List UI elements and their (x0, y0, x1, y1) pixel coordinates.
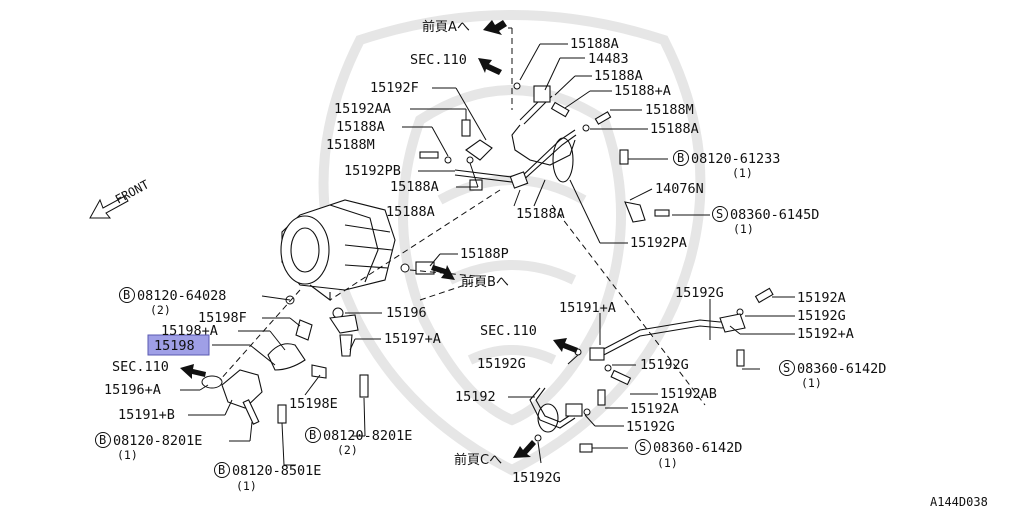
svg-text:B: B (99, 433, 106, 447)
svg-text:08120-64028: 08120-64028 (137, 288, 226, 304)
label-15197plusa[interactable]: 15197+A (384, 331, 441, 347)
ref-sec110-mid[interactable]: SEC.110 (480, 323, 537, 339)
label-15188a-center[interactable]: 15188A (386, 204, 435, 220)
label-15198e[interactable]: 15198E (289, 396, 338, 412)
label-15188p[interactable]: 15188P (460, 246, 509, 262)
label-15192g-bottom[interactable]: 15192G (626, 419, 675, 435)
direction-arrows (180, 20, 578, 458)
svg-text:S: S (639, 440, 646, 454)
fastener-s08360-6145d[interactable]: S 08360-6145D (1) (712, 206, 820, 237)
fastener-s08360-6142d-right[interactable]: S 08360-6142D (1) (779, 360, 887, 391)
label-15198plusa[interactable]: 15198+A (161, 323, 218, 339)
label-15188a-left[interactable]: 15188A (336, 119, 385, 135)
svg-text:(1): (1) (732, 166, 753, 180)
label-15192ab[interactable]: 15192AB (660, 386, 717, 402)
svg-text:08120-8201E: 08120-8201E (113, 433, 202, 449)
svg-text:(1): (1) (801, 376, 822, 390)
arrow-sec-mid (553, 338, 578, 353)
label-15192g-right[interactable]: 15192G (797, 308, 846, 324)
svg-text:08360-6142D: 08360-6142D (797, 361, 886, 377)
arrow-sec-top (478, 58, 502, 75)
label-15192a-bottom[interactable]: 15192A (630, 401, 679, 417)
phantom-lines (219, 27, 706, 406)
ref-prev-page-a[interactable]: 前頁Aへ (422, 19, 470, 35)
section-references: 前頁Aへ SEC.110 前頁Bへ SEC.110 SEC.110 前頁Cへ (112, 19, 537, 468)
diagram-code: A144D038 (930, 495, 988, 509)
label-15191plusb[interactable]: 15191+B (118, 407, 175, 423)
svg-text:(1): (1) (657, 456, 678, 470)
fastener-b08120-8201e-left[interactable]: B 08120-8201E (1) (95, 432, 203, 463)
svg-text:08120-8201E: 08120-8201E (323, 428, 412, 444)
label-15188m-left[interactable]: 15188M (326, 137, 375, 153)
svg-text:B: B (677, 151, 684, 165)
label-15188a-top[interactable]: 15188A (570, 36, 619, 52)
svg-text:B: B (309, 428, 316, 442)
label-15188a-mid[interactable]: 15188A (390, 179, 439, 195)
label-15188m-right[interactable]: 15188M (645, 102, 694, 118)
arrow-sec-left (180, 364, 206, 379)
fastener-b08120-64028[interactable]: B 08120-64028 (2) (119, 287, 227, 318)
arrow-prev-c (513, 440, 536, 458)
label-15188a-right[interactable]: 15188A (650, 121, 699, 137)
label-15198[interactable]: 15198 (154, 338, 195, 354)
arrow-prev-b (431, 265, 455, 280)
front-indicator: FRONT (89, 177, 151, 219)
leader-lines (180, 43, 795, 466)
label-15192g-lowest[interactable]: 15192G (512, 470, 561, 486)
fastener-labels: B 08120-61233 (1) S 08360-6145D (1) B 08… (95, 150, 887, 494)
svg-text:(1): (1) (733, 222, 754, 236)
label-15192g-top[interactable]: 15192G (675, 285, 724, 301)
svg-text:S: S (783, 361, 790, 375)
ref-prev-page-c[interactable]: 前頁Cへ (454, 452, 502, 468)
label-14076n[interactable]: 14076N (655, 181, 704, 197)
svg-text:(2): (2) (150, 303, 171, 317)
turbocharger-assembly (280, 199, 396, 302)
svg-text:08360-6145D: 08360-6145D (730, 207, 819, 223)
label-15192[interactable]: 15192 (455, 389, 496, 405)
svg-text:08120-61233: 08120-61233 (691, 151, 780, 167)
oil-return-hose (201, 295, 369, 425)
label-15196plusa[interactable]: 15196+A (104, 382, 161, 398)
svg-text:(2): (2) (337, 443, 358, 457)
ref-sec110-top[interactable]: SEC.110 (410, 52, 467, 68)
svg-text:08360-6142D: 08360-6142D (653, 440, 742, 456)
label-15191plusa[interactable]: 15191+A (559, 300, 616, 316)
oil-pipe-15192pa (511, 82, 670, 223)
label-15188plusa[interactable]: 15188+A (614, 83, 671, 99)
fastener-b08120-8201e-mid[interactable]: B 08120-8201E (2) (305, 427, 413, 458)
label-15192aa[interactable]: 15192AA (334, 101, 391, 117)
highlight-15198 (147, 334, 210, 356)
svg-text:S: S (716, 207, 723, 221)
svg-text:08120-8501E: 08120-8501E (232, 463, 321, 479)
svg-text:(1): (1) (236, 479, 257, 493)
label-15192a-right[interactable]: 15192A (797, 290, 846, 306)
label-15192g-mid[interactable]: 15192G (477, 356, 526, 372)
svg-text:(1): (1) (117, 448, 138, 462)
fastener-b08120-8501e[interactable]: B 08120-8501E (1) (214, 462, 322, 494)
label-15192g-mid2[interactable]: 15192G (640, 357, 689, 373)
label-15196[interactable]: 15196 (386, 305, 427, 321)
front-label: FRONT (113, 177, 151, 206)
fastener-s08360-6142d-bottom[interactable]: S 08360-6142D (1) (635, 439, 743, 471)
label-15192pb[interactable]: 15192PB (344, 163, 401, 179)
svg-text:B: B (218, 463, 225, 477)
arrow-prev-a (483, 20, 507, 35)
fitting-15188p (329, 261, 435, 357)
label-15188a-2[interactable]: 15188A (594, 68, 643, 84)
ref-prev-page-b[interactable]: 前頁Bへ (461, 274, 509, 290)
svg-text:B: B (123, 288, 130, 302)
label-14483[interactable]: 14483 (588, 51, 629, 67)
fastener-b08120-61233[interactable]: B 08120-61233 (1) (673, 150, 781, 181)
part-labels: 15188A 14483 15188A 15188+A 15188M 15188… (104, 36, 854, 486)
water-pipe-15192 (529, 287, 774, 453)
label-15192pa[interactable]: 15192PA (630, 235, 687, 251)
label-15192f[interactable]: 15192F (370, 80, 419, 96)
bolts-upper-left (419, 119, 493, 164)
ref-sec110-left[interactable]: SEC.110 (112, 359, 169, 375)
label-15192plusa[interactable]: 15192+A (797, 326, 854, 342)
label-15198f[interactable]: 15198F (198, 310, 247, 326)
label-15188a-center2[interactable]: 15188A (516, 206, 565, 222)
